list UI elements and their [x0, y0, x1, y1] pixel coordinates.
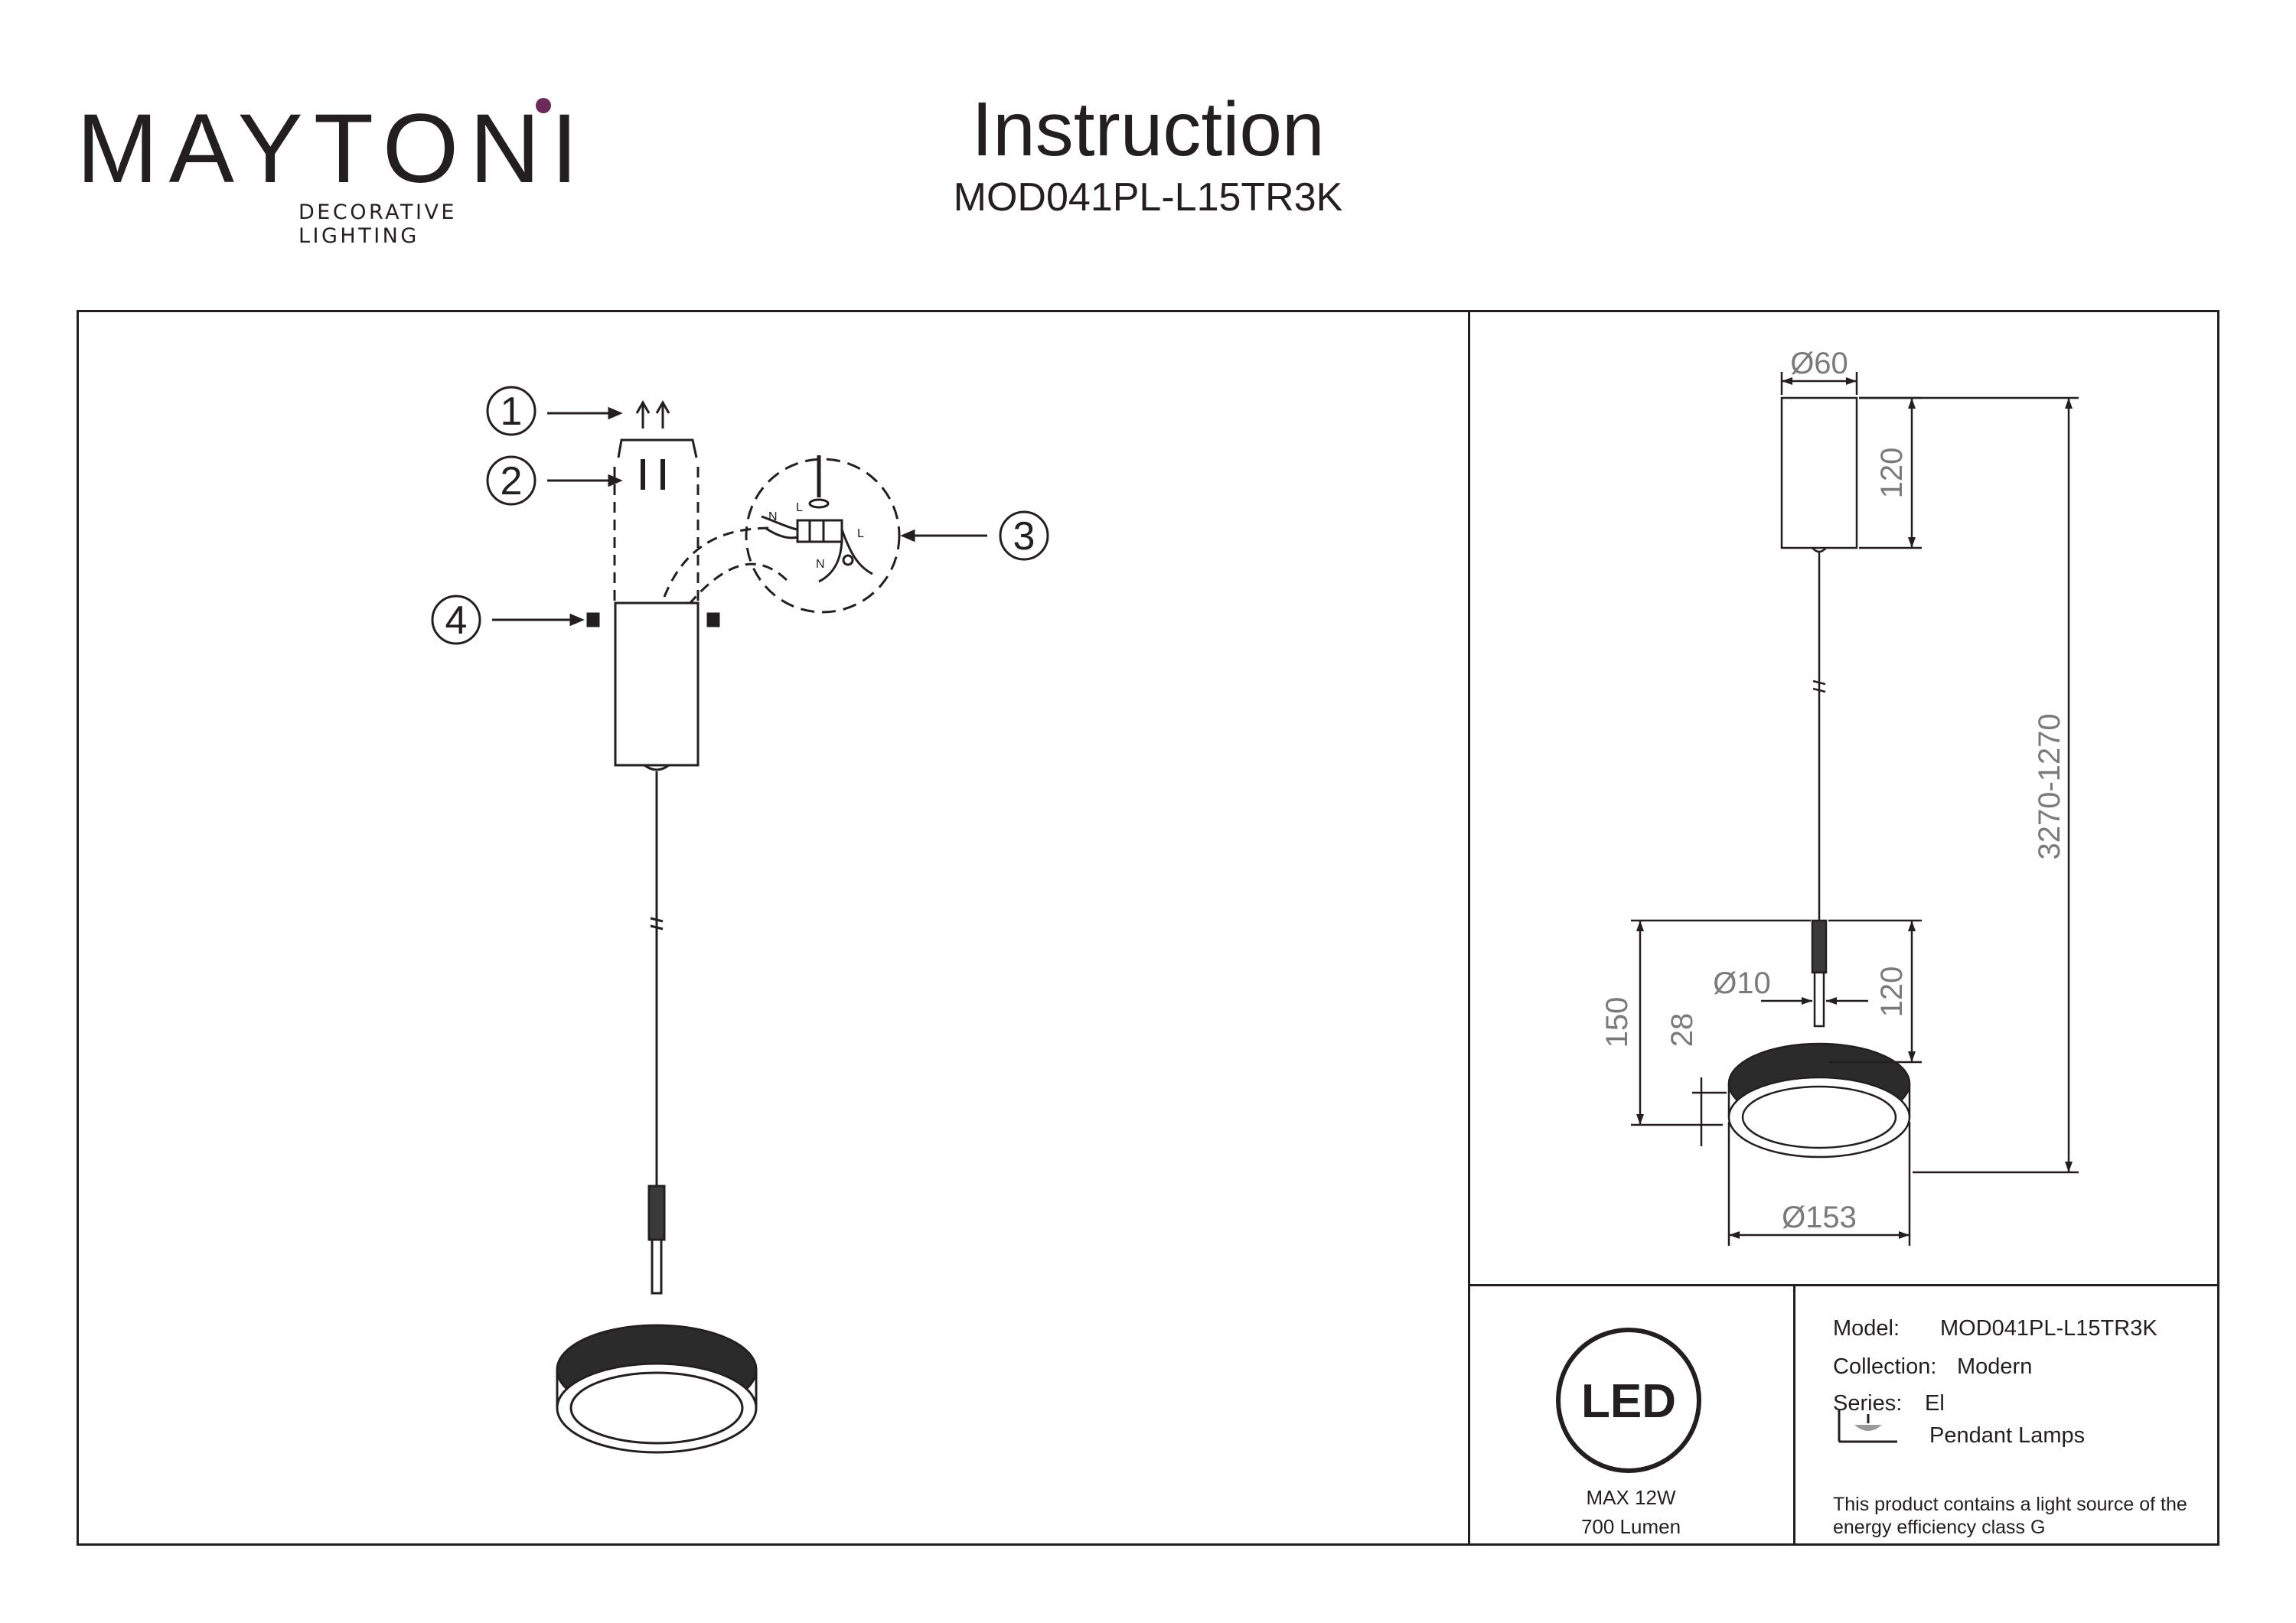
callout-2-label: 2	[501, 459, 523, 504]
collection-label: Collection:	[1833, 1354, 1937, 1379]
dim-rod-diameter: Ø10	[1713, 966, 1771, 1000]
model-code-heading: MOD041PL-L15TR3K	[953, 175, 1343, 220]
dimension-drawing: Ø60 120 3270-1270 Ø10 120 150 28 Ø153	[1600, 347, 2079, 1246]
logo-accent-dot	[536, 98, 551, 113]
energy-note-line1: This product contains a light source of …	[1833, 1494, 2187, 1515]
specs-panel: Model: MOD041PL-L15TR3K Collection: Mode…	[1833, 1316, 2208, 1538]
wiring-label-n2: N	[816, 558, 825, 571]
callout-1-label: 1	[501, 389, 523, 434]
wiring-label-n: N	[768, 510, 778, 523]
dim-canopy-height: 120	[1875, 448, 1909, 499]
series-value: El	[1925, 1391, 1945, 1416]
brand-tagline: DECORATIVE LIGHTING	[298, 200, 457, 248]
assembly-drawing: 1 2 3 4 N L N L	[431, 386, 1049, 1454]
svg-text:LED: LED	[1581, 1375, 1676, 1428]
collection-value: Modern	[1957, 1354, 2033, 1379]
brand-wordmark: MAYTONI	[77, 94, 589, 204]
led-lumen: 700 Lumen	[1580, 1515, 1681, 1538]
dim-shade-height: 28	[1665, 1013, 1699, 1048]
model-value: MOD041PL-L15TR3K	[1940, 1316, 2157, 1341]
brand-logo: MAYTONI DECORATIVE LIGHTING	[77, 92, 578, 248]
wiring-label-l: L	[796, 501, 803, 514]
dim-total-height: 3270-1270	[2033, 713, 2066, 859]
frame-divider-horizontal	[1468, 1284, 2219, 1286]
dim-lamp-height: 150	[1600, 997, 1634, 1048]
led-power: MAX 12W	[1586, 1486, 1676, 1509]
frame-divider-vertical	[1468, 310, 1470, 1546]
energy-note-line2: energy efficiency class G	[1833, 1517, 2046, 1538]
led-icon: LED	[1556, 1328, 1701, 1473]
drawing-frame	[77, 310, 2219, 1546]
series-label: Series:	[1833, 1391, 1903, 1416]
dim-canopy-diameter: Ø60	[1790, 347, 1848, 380]
callout-4-label: 4	[445, 598, 468, 643]
callout-1-circle	[486, 386, 536, 436]
model-label: Model:	[1833, 1316, 1900, 1341]
callout-3-circle	[999, 510, 1049, 561]
callout-2-circle	[486, 455, 536, 506]
info-divider-vertical	[1793, 1284, 1795, 1546]
page-title: Instruction	[971, 86, 1325, 172]
wiring-label-l2: L	[857, 527, 864, 540]
dim-shade-diameter: Ø153	[1782, 1201, 1857, 1234]
wiring-detail-circle	[745, 458, 901, 614]
callout-4-circle	[431, 595, 481, 645]
callout-3-label: 3	[1013, 514, 1035, 559]
dim-rod-height: 120	[1875, 966, 1909, 1018]
pendant-lamp-icon	[1838, 1410, 1897, 1443]
lamp-type: Pendant Lamps	[1929, 1423, 2086, 1448]
